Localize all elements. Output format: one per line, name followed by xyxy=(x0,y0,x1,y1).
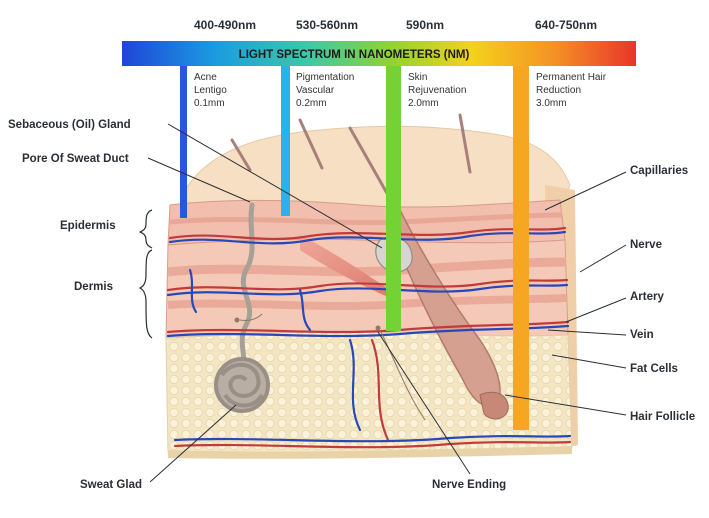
light-bar-530-560 xyxy=(281,66,290,216)
svg-text:Acne: Acne xyxy=(194,72,217,83)
leader-lines xyxy=(147,123,627,483)
spectrum-title: LIGHT SPECTRUM IN NANOMETERS (NM) xyxy=(239,49,470,61)
svg-text:2.0mm: 2.0mm xyxy=(408,98,439,109)
label-sweat-gland: Sweat Glad xyxy=(80,479,142,491)
layer-braces xyxy=(138,209,153,339)
arrector-muscle xyxy=(300,235,400,302)
label-sebaceous-gland: Sebaceous (Oil) Gland xyxy=(8,119,131,131)
light-bar-400-490 xyxy=(180,66,187,218)
wavelength-label-4: 640-750nm xyxy=(535,18,597,32)
wavelength-label-3: 590nm xyxy=(406,18,444,32)
svg-text:Lentigo: Lentigo xyxy=(194,85,227,96)
wavelength-label-1: 400-490nm xyxy=(194,18,256,32)
sweat-gland-coil xyxy=(214,357,270,413)
label-nerve-ending: Nerve Ending xyxy=(432,479,506,491)
label-capillaries: Capillaries xyxy=(630,165,688,177)
wavelength-label-2: 530-560nm xyxy=(296,18,358,32)
label-artery: Artery xyxy=(630,291,664,303)
band-description-4: Permanent Hair Reduction 3.0mm xyxy=(536,72,607,109)
label-vein: Vein xyxy=(630,329,654,341)
label-dermis: Dermis xyxy=(74,281,113,293)
svg-text:Vascular: Vascular xyxy=(296,85,335,96)
light-bar-590 xyxy=(386,66,401,331)
skin-base xyxy=(168,446,572,459)
label-fat-cells: Fat Cells xyxy=(630,363,678,375)
svg-text:0.2mm: 0.2mm xyxy=(296,98,327,109)
hair-bulb xyxy=(479,391,509,420)
svg-text:0.1mm: 0.1mm xyxy=(194,98,225,109)
label-nerve: Nerve xyxy=(630,239,662,251)
svg-text:Reduction: Reduction xyxy=(536,85,581,96)
svg-text:Permanent Hair: Permanent Hair xyxy=(536,72,607,83)
band-description-3: Skin Rejuvenation 2.0mm xyxy=(408,72,466,109)
svg-text:Skin: Skin xyxy=(408,72,427,83)
nerves xyxy=(234,313,426,421)
band-description-2: Pigmentation Vascular 0.2mm xyxy=(296,72,354,109)
label-pore: Pore Of Sweat Duct xyxy=(22,153,129,165)
label-epidermis: Epidermis xyxy=(60,220,116,232)
light-bar-640-750 xyxy=(513,66,529,430)
spectrum-bar xyxy=(122,41,636,66)
svg-text:Pigmentation: Pigmentation xyxy=(296,72,354,83)
svg-text:Rejuvenation: Rejuvenation xyxy=(408,85,466,96)
svg-text:3.0mm: 3.0mm xyxy=(536,98,567,109)
light-penetration-bars xyxy=(180,66,529,430)
label-hair-follicle: Hair Follicle xyxy=(630,411,695,423)
band-description-1: Acne Lentigo 0.1mm xyxy=(194,72,227,109)
